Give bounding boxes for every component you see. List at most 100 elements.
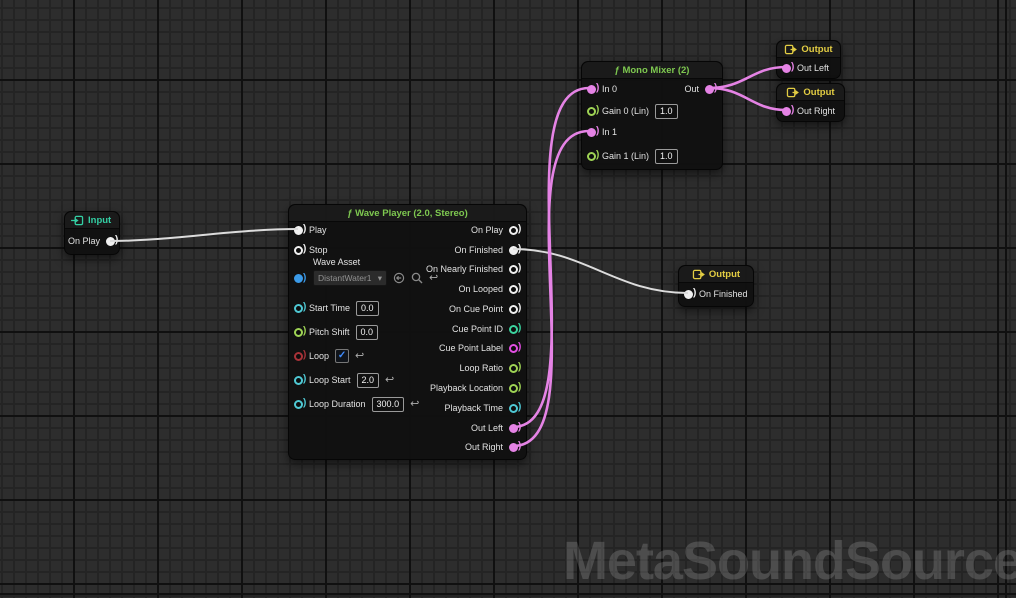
output-finished-header[interactable]: Output	[679, 266, 753, 283]
gain1-row: Gain 1 (Lin) 1.0	[587, 148, 678, 164]
cuepointlabel-output-pin[interactable]	[509, 343, 518, 353]
input-icon	[71, 215, 84, 226]
reset-to-default-icon[interactable]: ↩	[410, 397, 420, 410]
onnearlyfinished-output-pin[interactable]	[509, 264, 518, 274]
loop-duration-row: Loop Duration 300.0 ↩	[294, 396, 420, 412]
loopratio-output-pin[interactable]	[509, 363, 518, 373]
pin-label: In 0	[602, 84, 618, 94]
output-icon	[692, 269, 705, 280]
playbacktime-output-pin[interactable]	[509, 403, 518, 413]
output-node-title: Output	[803, 86, 835, 98]
output-right-node[interactable]: Output Out Right	[776, 83, 845, 122]
pin-label: On Play	[470, 225, 503, 235]
pin-label: On Finished	[454, 245, 503, 255]
pin-label: Out Left	[797, 63, 830, 73]
mono-mixer-node[interactable]: ƒ Mono Mixer (2) In 0 Gain 0 (Lin) 1.0 I…	[581, 61, 723, 170]
onlooped-output-pin[interactable]	[509, 284, 518, 294]
output-icon	[784, 44, 798, 55]
outleft-input-pin[interactable]	[782, 63, 791, 73]
gain1-value-field[interactable]: 1.0	[655, 148, 678, 164]
input-node[interactable]: Input On Play	[64, 211, 120, 255]
out-row: Out	[684, 82, 714, 96]
use-selected-asset-icon[interactable]	[393, 272, 405, 284]
onplay-output-pin[interactable]	[106, 236, 115, 246]
stop-row: Stop	[294, 243, 328, 257]
playbacklocation-output-pin[interactable]	[509, 383, 518, 393]
loop-input-pin[interactable]	[294, 351, 303, 361]
loop-start-input-pin[interactable]	[294, 375, 303, 385]
mono-mixer-header[interactable]: ƒ Mono Mixer (2)	[582, 62, 722, 79]
outright-pin-row: Out Right	[782, 104, 835, 118]
onplay-output-pin[interactable]	[509, 225, 518, 235]
reset-to-default-icon[interactable]: ↩	[429, 271, 439, 284]
output-right-header[interactable]: Output	[777, 84, 844, 101]
outright-input-pin[interactable]	[782, 106, 791, 116]
pin-label: Stop	[309, 245, 328, 255]
gain0-value-field[interactable]: 1.0	[655, 103, 678, 119]
reset-to-default-icon[interactable]: ↩	[355, 349, 365, 362]
stop-input-pin[interactable]	[294, 245, 303, 255]
oncuepoint-row: On Cue Point	[449, 302, 518, 316]
gain1-input-pin[interactable]	[587, 151, 596, 161]
wave-asset-label: Wave Asset	[313, 257, 361, 267]
pitch-shift-value-field[interactable]: 0.0	[355, 324, 379, 340]
output-finished-node[interactable]: Output On Finished	[678, 265, 754, 307]
start-time-row: Start Time 0.0	[294, 300, 379, 316]
output-left-node[interactable]: Output Out Left	[776, 40, 841, 79]
wave-asset-input-pin[interactable]	[294, 274, 303, 283]
wave-player-header[interactable]: ƒ Wave Player (2.0, Stereo)	[289, 205, 526, 222]
in1-input-pin[interactable]	[587, 127, 596, 137]
pin-label: Loop Ratio	[459, 363, 503, 373]
pin-label: Out Right	[797, 106, 836, 116]
wire-onfinished-to-output	[512, 248, 689, 294]
output-node-title: Output	[708, 268, 741, 280]
graph-watermark: MetaSoundSource	[562, 531, 1016, 591]
loop-checkbox[interactable]: ✓	[335, 349, 350, 363]
wave-asset-dropdown[interactable]: DistantWater1 ▾	[313, 270, 387, 286]
wire-onplay-to-play	[109, 228, 299, 242]
pin-label: Start Time	[309, 303, 351, 313]
onnearlyfinished-row: On Nearly Finished	[426, 262, 518, 276]
onplay-row: On Play	[471, 223, 518, 237]
loop-row: Loop ✓ ↩	[294, 349, 364, 363]
pin-label: Cue Point ID	[451, 324, 503, 334]
cuepointlabel-row: Cue Point Label	[439, 341, 518, 355]
outright-row: Out Right	[465, 440, 518, 454]
onfinished-input-pin[interactable]	[684, 289, 693, 299]
outright-output-pin[interactable]	[509, 442, 518, 452]
browse-asset-icon[interactable]	[411, 272, 423, 284]
reset-to-default-icon[interactable]: ↩	[385, 373, 395, 386]
pin-label: Gain 0 (Lin)	[602, 106, 650, 116]
pin-label: Loop Duration	[309, 399, 366, 409]
input-node-title: Input	[88, 214, 112, 226]
pitch-shift-input-pin[interactable]	[294, 327, 303, 337]
output-icon	[786, 87, 800, 98]
start-time-value-field[interactable]: 0.0	[356, 300, 379, 316]
cuepointid-output-pin[interactable]	[509, 324, 518, 334]
wave-player-node[interactable]: ƒ Wave Player (2.0, Stereo) Play Stop Wa…	[288, 204, 527, 460]
outleft-pin-row: Out Left	[782, 61, 829, 75]
output-left-header[interactable]: Output	[777, 41, 840, 58]
input-node-header[interactable]: Input	[65, 212, 119, 229]
out-output-pin[interactable]	[705, 84, 714, 94]
pin-label: Playback Time	[444, 403, 503, 413]
pitch-shift-row: Pitch Shift 0.0	[294, 324, 379, 340]
pin-label: On Looped	[458, 284, 503, 294]
pin-label: Out	[684, 84, 699, 94]
pin-label: Pitch Shift	[309, 327, 350, 337]
playbacklocation-row: Playback Location	[430, 381, 518, 395]
onfinished-output-pin[interactable]	[509, 245, 518, 255]
gain0-input-pin[interactable]	[587, 106, 596, 116]
playbacktime-row: Playback Time	[444, 401, 518, 415]
loopratio-row: Loop Ratio	[459, 361, 518, 375]
in0-input-pin[interactable]	[587, 84, 596, 94]
loop-start-value-field[interactable]: 2.0	[356, 372, 380, 388]
loop-duration-input-pin[interactable]	[294, 399, 303, 409]
play-input-pin[interactable]	[294, 225, 303, 235]
onfinished-row: On Finished	[454, 243, 518, 257]
outleft-output-pin[interactable]	[509, 423, 518, 433]
oncuepoint-output-pin[interactable]	[509, 304, 518, 314]
start-time-input-pin[interactable]	[294, 303, 303, 313]
loop-duration-value-field[interactable]: 300.0	[371, 396, 405, 412]
